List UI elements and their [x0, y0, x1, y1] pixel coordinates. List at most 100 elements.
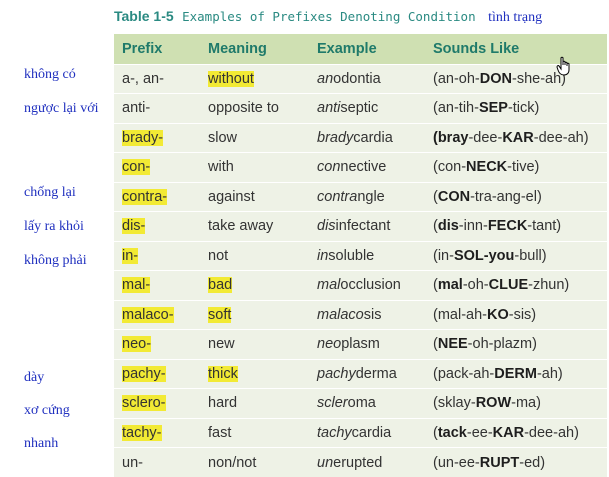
sounds-like-cell: (mal-oh-CLUE-zhun) — [425, 271, 607, 301]
prefix-cell: tachy- — [114, 418, 200, 448]
side-note: dày — [24, 370, 45, 385]
example-prefix-part: tachy — [317, 424, 352, 441]
example-rest-part: plasm — [341, 336, 380, 353]
sounds-like-cell: (pack-ah-DERM-ah) — [425, 359, 607, 389]
syllable: -she-ah) — [511, 70, 566, 87]
example-rest-part: ngle — [357, 188, 385, 205]
side-notes: không có ngược lại với chống lại lấy ra … — [0, 0, 112, 477]
table-number: Table 1-5 — [114, 8, 174, 24]
sounds-like-cell: (NEE-oh-plazm) — [425, 330, 607, 360]
example-prefix-part: dis — [317, 218, 336, 235]
syllable: (an-oh- — [433, 70, 480, 87]
syllable: (an-tih- — [433, 100, 479, 117]
example-prefix-part: neo — [317, 336, 342, 353]
syllable: (sklay- — [433, 395, 476, 412]
stressed-syllable: KO — [486, 306, 509, 323]
example-rest-part: erupted — [333, 454, 383, 471]
prefix-table: Prefix Meaning Example Sounds Like a-, a… — [114, 34, 607, 477]
prefix-text: contra- — [122, 188, 168, 205]
column-header-meaning: Meaning — [208, 40, 267, 57]
syllable: -oh- — [462, 277, 489, 294]
prefix-cell: malaco- — [114, 300, 200, 330]
syllable: (mal-ah- — [433, 306, 487, 323]
example-rest-part: occlusion — [340, 277, 401, 294]
example-prefix-part: contra — [317, 188, 358, 205]
stressed-syllable: CLUE — [488, 277, 529, 294]
meaning-cell: slow — [200, 123, 309, 153]
column-header-sounds-like: Sounds Like — [433, 40, 520, 57]
example-rest-part: cardia — [351, 424, 392, 441]
handwritten-title-note: tình trạng — [488, 10, 543, 25]
stressed-syllable: ROW — [475, 395, 512, 412]
meaning-text: against — [208, 188, 255, 205]
syllable: ( — [433, 277, 438, 294]
meaning-cell: non/not — [200, 448, 309, 477]
side-note: không có — [24, 67, 76, 82]
syllable: -tra-ang-el) — [470, 188, 542, 205]
syllable: -ah) — [536, 365, 563, 382]
meaning-text: opposite to — [208, 100, 279, 117]
example-cell: disinfectant — [309, 212, 425, 242]
prefix-text: neo- — [122, 336, 152, 353]
prefix-cell: neo- — [114, 330, 200, 360]
example-cell: neoplasm — [309, 330, 425, 360]
meaning-cell: hard — [200, 389, 309, 419]
stressed-syllable: CON — [437, 188, 471, 205]
syllable: -ee- — [466, 424, 493, 441]
prefix-cell: in- — [114, 241, 200, 271]
prefix-cell: brady- — [114, 123, 200, 153]
syllable: -inn- — [458, 218, 488, 235]
meaning-text: slow — [208, 129, 238, 146]
sounds-like-cell: (mal-ah-KO-sis) — [425, 300, 607, 330]
prefix-text: a-, an- — [122, 70, 164, 87]
prefix-text: pachy- — [122, 365, 166, 382]
stressed-syllable: NECK — [466, 159, 508, 176]
example-rest-part: derma — [355, 365, 397, 382]
meaning-cell: new — [200, 330, 309, 360]
example-cell: unerupted — [309, 448, 425, 477]
meaning-cell: with — [200, 153, 309, 183]
syllable: ( — [433, 188, 438, 205]
example-cell: insoluble — [309, 241, 425, 271]
sounds-like-cell: (un-ee-RUPT-ed) — [425, 448, 607, 477]
meaning-text: non/not — [208, 454, 257, 471]
meaning-text: fast — [208, 424, 232, 441]
syllable: -sis) — [508, 306, 537, 323]
syllable: (pack-ah- — [433, 365, 495, 382]
sounds-like-cell: (bray-dee-KAR-dee-ah) — [425, 123, 607, 153]
syllable: -tick) — [507, 100, 540, 117]
stressed-syllable: SEP — [478, 100, 508, 117]
example-prefix-part: anti — [317, 100, 341, 117]
meaning-text: thick — [208, 365, 238, 382]
meaning-cell: opposite to — [200, 94, 309, 124]
column-header-prefix: Prefix — [122, 40, 163, 57]
example-prefix-part: mal — [317, 277, 341, 294]
sounds-like-cell: (in-SOL-you-bull) — [425, 241, 607, 271]
meaning-text: not — [208, 247, 229, 264]
sounds-like-cell: (sklay-ROW-ma) — [425, 389, 607, 419]
table-caption: Examples of Prefixes Denoting Condition — [182, 9, 476, 24]
prefix-cell: anti- — [114, 94, 200, 124]
prefix-text: tachy- — [122, 424, 162, 441]
example-rest-part: soluble — [328, 247, 375, 264]
sounds-like-cell: (an-tih-SEP-tick) — [425, 94, 607, 124]
stressed-syllable: DON — [479, 70, 512, 87]
example-cell: anodontia — [309, 64, 425, 94]
example-cell: scleroma — [309, 389, 425, 419]
example-prefix-part: con — [317, 159, 341, 176]
example-cell: malacosis — [309, 300, 425, 330]
prefix-cell: pachy- — [114, 359, 200, 389]
column-header-example: Example — [317, 40, 377, 57]
example-cell: antiseptic — [309, 94, 425, 124]
example-prefix-part: an — [317, 70, 334, 87]
example-cell: tachycardia — [309, 418, 425, 448]
example-rest-part: sis — [363, 306, 382, 323]
syllable: ( — [433, 424, 438, 441]
meaning-text: soft — [208, 306, 232, 323]
